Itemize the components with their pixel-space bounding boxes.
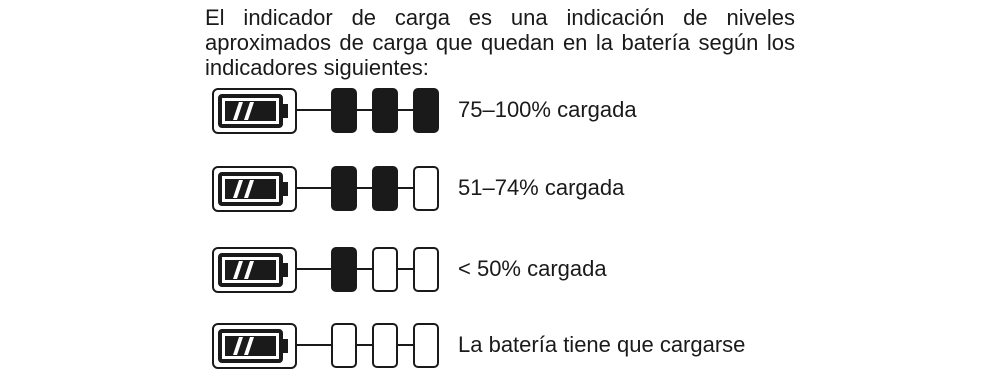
charge-bar-filled <box>372 166 398 211</box>
charge-level-row: < 50% cargada <box>212 247 912 293</box>
charge-bar-empty <box>413 166 439 211</box>
charge-level-label: < 50% cargada <box>458 256 607 281</box>
charge-bar-empty <box>372 323 398 368</box>
charge-bar-filled <box>331 166 357 211</box>
charge-bar-empty <box>372 247 398 292</box>
charge-level-label: 75–100% cargada <box>458 97 637 122</box>
battery-icon <box>212 247 297 293</box>
charge-bar-filled <box>372 88 398 133</box>
charge-level-row: 75–100% cargada <box>212 88 912 134</box>
charge-bar-empty <box>331 323 357 368</box>
charge-bar-filled <box>331 247 357 292</box>
charge-bar-filled <box>413 88 439 133</box>
charge-bar-empty <box>413 247 439 292</box>
charge-level-row: La batería tiene que cargarse <box>212 323 912 369</box>
intro-paragraph: El indicador de carga es una indicación … <box>205 5 795 80</box>
charge-indicator <box>212 247 439 293</box>
charge-bar-filled <box>331 88 357 133</box>
charge-bar-empty <box>413 323 439 368</box>
charge-level-row: 51–74% cargada <box>212 166 912 212</box>
charge-indicator <box>212 323 439 369</box>
charge-level-label: La batería tiene que cargarse <box>458 332 746 357</box>
charge-indicator <box>212 166 439 212</box>
battery-icon <box>212 323 297 369</box>
battery-icon <box>212 88 297 134</box>
charge-level-label: 51–74% cargada <box>458 175 625 200</box>
battery-icon <box>212 166 297 212</box>
charge-indicator <box>212 88 439 134</box>
